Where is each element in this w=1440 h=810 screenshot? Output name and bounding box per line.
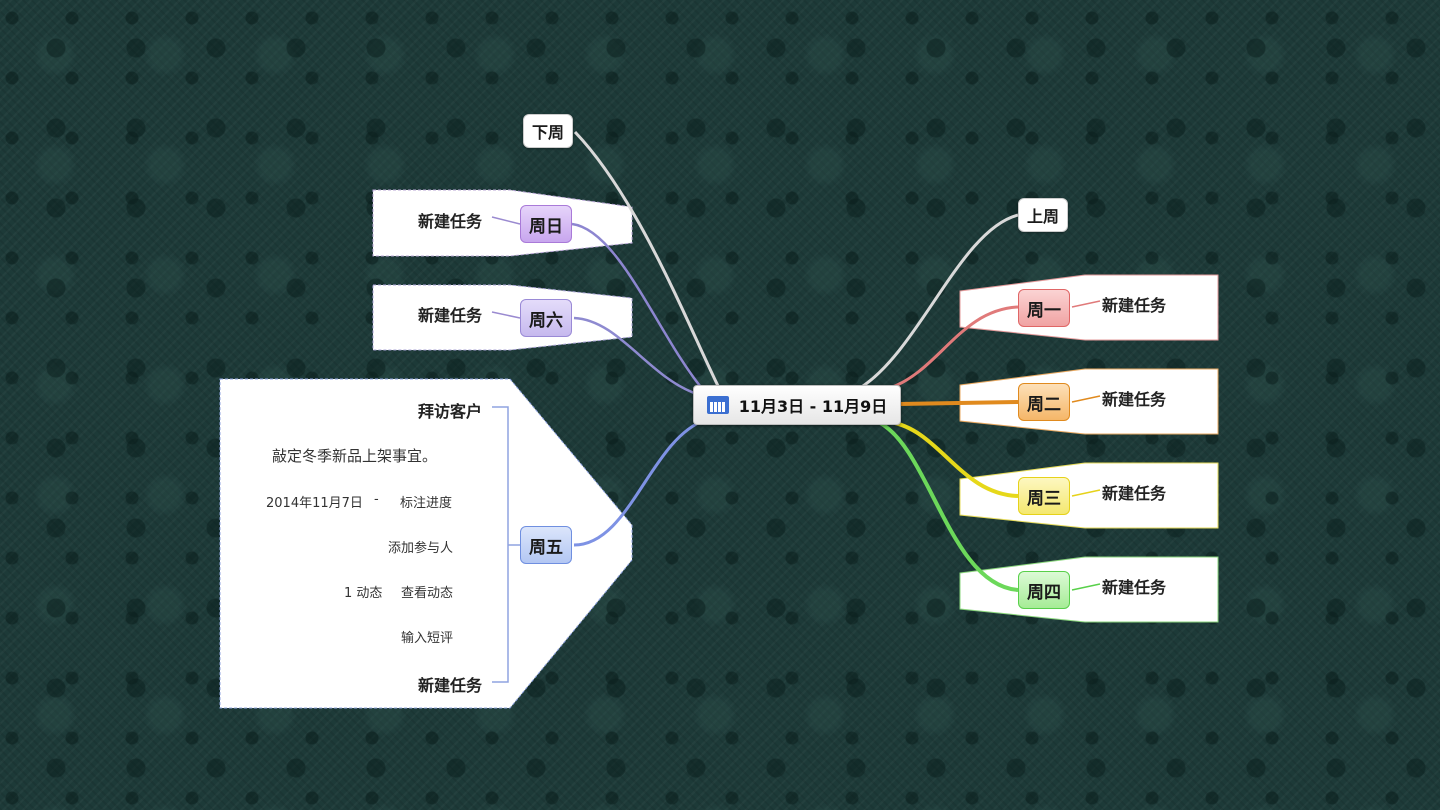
day-node-wed[interactable]: 周三 bbox=[1018, 477, 1070, 515]
tue-new-task[interactable]: 新建任务 bbox=[1102, 390, 1167, 409]
tue-task-link bbox=[1071, 395, 1101, 403]
fri-date: 2014年11月7日 bbox=[266, 496, 363, 511]
activity-count: 1 动态 bbox=[344, 586, 383, 601]
sun-panel bbox=[372, 189, 633, 257]
thu-panel bbox=[959, 556, 1219, 623]
sat-new-task[interactable]: 新建任务 bbox=[418, 306, 483, 325]
branch-prev-week bbox=[859, 213, 1019, 390]
fri-visit-client[interactable]: 拜访客户 bbox=[418, 402, 483, 421]
day-node-sat[interactable]: 周六 bbox=[520, 299, 572, 337]
day-node-fri[interactable]: 周五 bbox=[520, 526, 572, 564]
day-node-mon[interactable]: 周一 bbox=[1018, 289, 1070, 327]
central-topic-label: 11月3日 - 11月9日 bbox=[738, 397, 888, 416]
sat-task-link bbox=[491, 311, 521, 319]
branch-next-week bbox=[573, 130, 722, 391]
add-participants-link[interactable]: 添加参与人 bbox=[388, 541, 454, 556]
fri-new-task[interactable]: 新建任务 bbox=[418, 676, 483, 695]
fri-panel bbox=[219, 378, 633, 709]
next-week-node[interactable]: 下周 bbox=[523, 114, 574, 148]
wed-task-link bbox=[1071, 489, 1101, 497]
fri-bracket bbox=[492, 406, 520, 683]
wed-new-task[interactable]: 新建任务 bbox=[1102, 484, 1167, 503]
sat-panel bbox=[372, 284, 633, 351]
branch-thu bbox=[879, 421, 1019, 592]
thu-new-task[interactable]: 新建任务 bbox=[1102, 578, 1167, 597]
mark-progress-link[interactable]: 标注进度 bbox=[400, 496, 453, 511]
day-node-thu[interactable]: 周四 bbox=[1018, 571, 1070, 609]
mon-task-link bbox=[1071, 300, 1101, 308]
day-node-sun[interactable]: 周日 bbox=[520, 205, 572, 243]
mon-panel bbox=[959, 274, 1219, 341]
branch-mon bbox=[889, 305, 1019, 390]
central-topic[interactable]: 11月3日 - 11月9日 bbox=[693, 385, 901, 425]
day-node-tue[interactable]: 周二 bbox=[1018, 383, 1070, 421]
mon-new-task[interactable]: 新建任务 bbox=[1102, 296, 1167, 315]
calendar-icon bbox=[706, 396, 729, 414]
prev-week-node[interactable]: 上周 bbox=[1018, 198, 1069, 232]
fri-date-dash: - bbox=[374, 492, 379, 507]
fri-note: 敲定冬季新品上架事宜。 bbox=[272, 447, 438, 465]
sun-task-link bbox=[491, 216, 521, 225]
branch-fri bbox=[573, 418, 706, 547]
enter-comment-link[interactable]: 输入短评 bbox=[401, 631, 454, 646]
branch-tue bbox=[898, 400, 1019, 406]
wed-panel bbox=[959, 462, 1219, 529]
thu-task-link bbox=[1071, 583, 1101, 591]
branch-sun bbox=[571, 222, 706, 393]
branch-sat bbox=[573, 316, 701, 397]
branch-wed bbox=[889, 420, 1019, 498]
sun-new-task[interactable]: 新建任务 bbox=[418, 212, 483, 231]
view-activity-link[interactable]: 查看动态 bbox=[401, 586, 454, 601]
